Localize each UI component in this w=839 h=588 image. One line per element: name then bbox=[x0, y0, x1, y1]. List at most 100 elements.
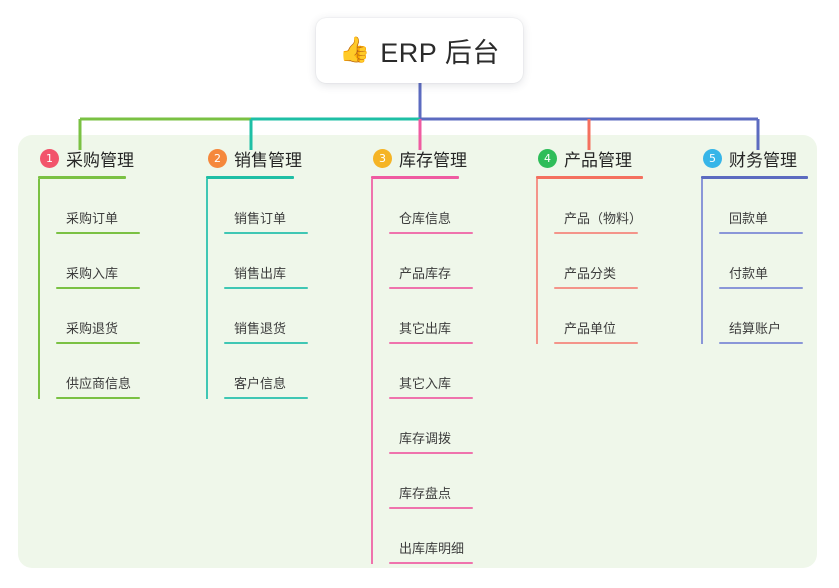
column-title-5: 财务管理 bbox=[729, 150, 797, 170]
leaf-list-4: 产品（物料） 产品分类产品单位 bbox=[536, 179, 643, 344]
column-2: 2 销售管理销售订单销售出库销售退货客户信息 bbox=[206, 146, 308, 399]
column-header-5[interactable]: 5 财务管理 bbox=[701, 146, 808, 170]
leaf-rule bbox=[719, 342, 803, 344]
leaf-rule bbox=[389, 287, 473, 289]
column-rule-5 bbox=[701, 176, 808, 179]
leaf-item[interactable]: 采购订单 bbox=[56, 179, 140, 234]
leaf-rule bbox=[224, 397, 308, 399]
column-badge-4: 4 bbox=[538, 148, 557, 168]
leaf-item[interactable]: 采购入库 bbox=[56, 234, 140, 289]
leaf-rule bbox=[224, 342, 308, 344]
leaf-rule bbox=[224, 232, 308, 234]
leaf-list-3: 仓库信息产品库存其它出库其它入库库存调拨库存盘点出库库明细 bbox=[371, 179, 473, 564]
leaf-item[interactable]: 库存盘点 bbox=[389, 454, 473, 509]
leaf-label: 采购退货 bbox=[66, 321, 119, 336]
leaf-item[interactable]: 采购退货 bbox=[56, 289, 140, 344]
column-1: 1 采购管理采购订单采购入库采购退货供应商信息 bbox=[38, 146, 140, 399]
leaf-rule bbox=[389, 452, 473, 454]
leaf-spine-2 bbox=[206, 179, 208, 399]
column-rule-1 bbox=[38, 176, 126, 179]
column-3: 3 库存管理仓库信息产品库存其它出库其它入库库存调拨库存盘点出库库明细 bbox=[371, 146, 473, 564]
leaf-item[interactable]: 出库库明细 bbox=[389, 509, 473, 564]
leaf-list-2: 销售订单销售出库销售退货客户信息 bbox=[206, 179, 308, 399]
leaf-rule bbox=[554, 342, 638, 344]
diagram-panel bbox=[18, 135, 817, 568]
leaf-rule bbox=[389, 342, 473, 344]
leaf-item[interactable]: 客户信息 bbox=[224, 344, 308, 399]
leaf-spine-1 bbox=[38, 179, 40, 399]
leaf-rule bbox=[56, 232, 140, 234]
leaf-label: 产品（物料） bbox=[564, 211, 643, 226]
leaf-label: 产品分类 bbox=[564, 266, 617, 281]
leaf-rule bbox=[554, 232, 638, 234]
leaf-rule bbox=[389, 562, 473, 564]
column-header-1[interactable]: 1 采购管理 bbox=[38, 146, 134, 170]
leaf-item[interactable]: 产品（物料） bbox=[554, 179, 643, 234]
leaf-item[interactable]: 产品单位 bbox=[554, 289, 643, 344]
leaf-label: 采购订单 bbox=[66, 211, 119, 226]
leaf-label: 回款单 bbox=[729, 211, 769, 226]
leaf-item[interactable]: 销售出库 bbox=[224, 234, 308, 289]
leaf-label: 出库库明细 bbox=[399, 541, 465, 556]
leaf-label: 销售出库 bbox=[234, 266, 287, 281]
leaf-rule bbox=[224, 287, 308, 289]
column-rule-4 bbox=[536, 176, 643, 179]
leaf-label: 产品单位 bbox=[564, 321, 617, 336]
leaf-label: 采购入库 bbox=[66, 266, 119, 281]
leaf-label: 产品库存 bbox=[399, 266, 452, 281]
leaf-list-1: 采购订单采购入库采购退货供应商信息 bbox=[38, 179, 140, 399]
leaf-item[interactable]: 其它出库 bbox=[389, 289, 473, 344]
leaf-rule bbox=[389, 397, 473, 399]
leaf-item[interactable]: 其它入库 bbox=[389, 344, 473, 399]
leaf-spine-5 bbox=[701, 179, 703, 344]
column-badge-1: 1 bbox=[40, 148, 59, 168]
leaf-rule bbox=[719, 287, 803, 289]
leaf-label: 供应商信息 bbox=[66, 376, 132, 391]
leaf-item[interactable]: 仓库信息 bbox=[389, 179, 473, 234]
leaf-item[interactable]: 产品分类 bbox=[554, 234, 643, 289]
leaf-item[interactable]: 供应商信息 bbox=[56, 344, 140, 399]
leaf-label: 仓库信息 bbox=[399, 211, 452, 226]
column-title-2: 销售管理 bbox=[234, 150, 302, 170]
leaf-item[interactable]: 结算账户 bbox=[719, 289, 808, 344]
leaf-rule bbox=[554, 287, 638, 289]
leaf-rule bbox=[389, 232, 473, 234]
column-title-3: 库存管理 bbox=[399, 150, 467, 170]
leaf-item[interactable]: 付款单 bbox=[719, 234, 808, 289]
column-5: 5 财务管理回款单付款单结算账户 bbox=[701, 146, 808, 344]
leaf-spine-4 bbox=[536, 179, 538, 344]
leaf-rule bbox=[56, 287, 140, 289]
column-title-1: 采购管理 bbox=[66, 150, 134, 170]
leaf-spine-3 bbox=[371, 179, 373, 564]
leaf-label: 其它入库 bbox=[399, 376, 452, 391]
leaf-label: 客户信息 bbox=[234, 376, 287, 391]
leaf-item[interactable]: 产品库存 bbox=[389, 234, 473, 289]
leaf-rule bbox=[56, 342, 140, 344]
column-header-2[interactable]: 2 销售管理 bbox=[206, 146, 302, 170]
leaf-item[interactable]: 销售订单 bbox=[224, 179, 308, 234]
root-node[interactable]: 👍 ERP 后台 bbox=[316, 18, 523, 83]
leaf-list-5: 回款单付款单结算账户 bbox=[701, 179, 808, 344]
leaf-label: 销售退货 bbox=[234, 321, 287, 336]
column-badge-3: 3 bbox=[373, 148, 392, 168]
leaf-item[interactable]: 库存调拨 bbox=[389, 399, 473, 454]
thumbs-up-icon: 👍 bbox=[339, 36, 371, 64]
leaf-label: 结算账户 bbox=[729, 321, 782, 336]
column-rule-3 bbox=[371, 176, 459, 179]
root-title: ERP 后台 bbox=[380, 38, 500, 68]
leaf-label: 库存调拨 bbox=[399, 431, 452, 446]
leaf-item[interactable]: 回款单 bbox=[719, 179, 808, 234]
leaf-item[interactable]: 销售退货 bbox=[224, 289, 308, 344]
column-header-3[interactable]: 3 库存管理 bbox=[371, 146, 467, 170]
leaf-label: 销售订单 bbox=[234, 211, 287, 226]
leaf-rule bbox=[719, 232, 803, 234]
column-rule-2 bbox=[206, 176, 294, 179]
leaf-label: 付款单 bbox=[729, 266, 769, 281]
leaf-rule bbox=[56, 397, 140, 399]
column-badge-2: 2 bbox=[208, 148, 227, 168]
leaf-label: 其它出库 bbox=[399, 321, 452, 336]
leaf-rule bbox=[389, 507, 473, 509]
column-badge-5: 5 bbox=[703, 148, 722, 168]
